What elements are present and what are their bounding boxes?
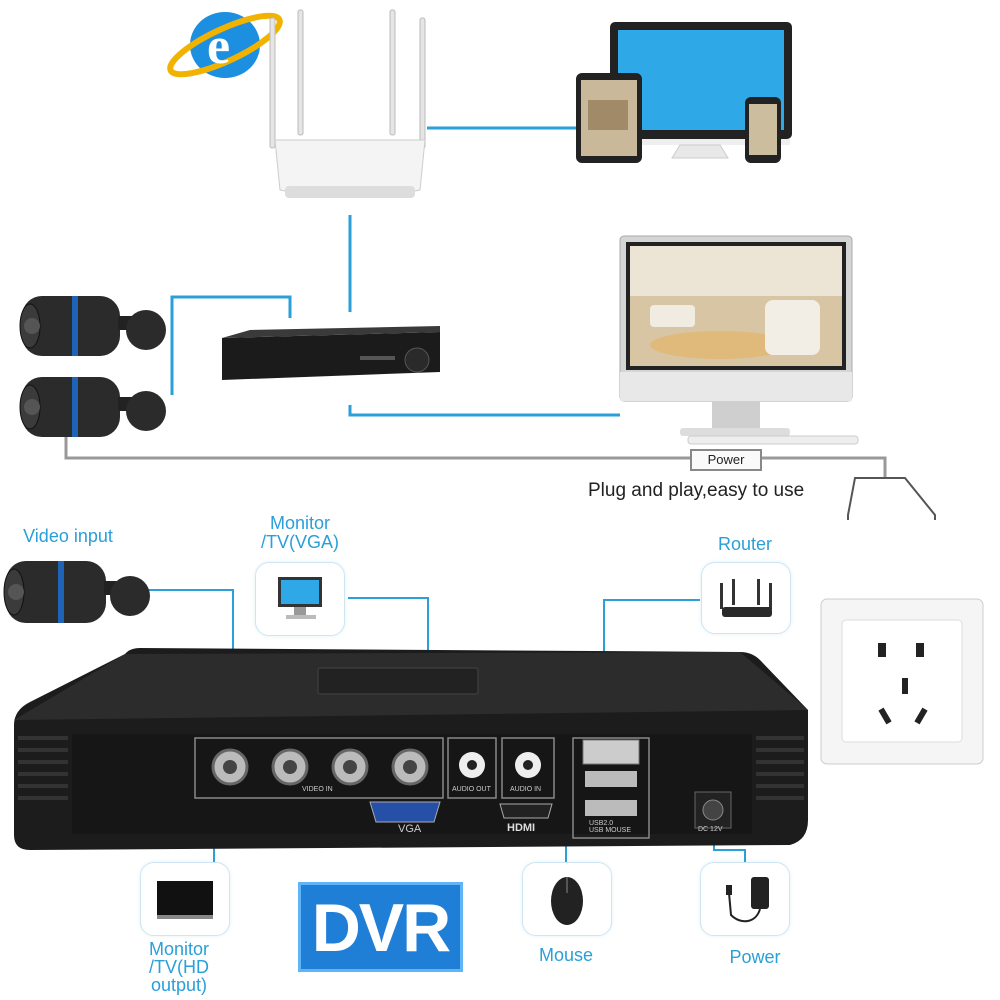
monitor-icon — [278, 577, 322, 619]
router-label: Router — [717, 534, 773, 554]
usb-label: USB2.0 USB MOUSE — [589, 820, 631, 834]
tablet-icon — [576, 73, 642, 163]
monitor-hd-line-2: /TV(HD — [149, 957, 209, 977]
monitor-vga-box — [255, 562, 345, 636]
monitor-icon — [157, 881, 213, 919]
monitor-vga-line-2: /TV(VGA) — [260, 532, 339, 552]
video-input-label: Video input — [23, 526, 113, 546]
camera-icon — [3, 561, 150, 623]
wall-socket-icon — [820, 598, 984, 765]
camera-icon — [19, 377, 166, 437]
plug-icon — [847, 477, 936, 520]
power-cable — [64, 430, 887, 480]
camera-icon — [19, 296, 166, 356]
monitor-icon — [619, 235, 859, 445]
usb-line-2: USB MOUSE — [589, 827, 632, 834]
mouse-box — [522, 862, 612, 936]
dvr-icon — [222, 326, 440, 380]
router-icon — [269, 9, 426, 198]
usb-line-1: USB2.0 — [589, 820, 614, 827]
monitor-hd-label: Monitor /TV(HD output) — [124, 940, 234, 994]
dvr-badge: DVR — [298, 882, 463, 972]
monitor-hd-box — [140, 862, 230, 936]
caption: Plug and play,easy to use — [588, 480, 805, 501]
monitor-vga-line-1: Monitor — [269, 513, 331, 533]
monitor-hd-line-1: Monitor — [148, 939, 210, 959]
dvr-unit — [14, 648, 808, 850]
vga-label: VGA — [398, 823, 422, 835]
video-in-label: VIDEO IN — [302, 786, 333, 793]
bnc-connectors — [211, 748, 429, 786]
dc-label: DC 12V — [698, 826, 723, 833]
audio-in-label: AUDIO IN — [510, 786, 542, 793]
top-network-diagram: e — [19, 9, 936, 520]
mouse-label: Mouse — [538, 945, 594, 965]
audio-out-label: AUDIO OUT — [452, 786, 491, 793]
svg-text:e: e — [207, 18, 230, 75]
hdmi-label: HDMI — [507, 822, 536, 834]
power-adapter-icon — [726, 877, 769, 923]
mouse-icon — [551, 877, 583, 925]
power-callout-label: Power — [729, 947, 781, 967]
network-wires — [170, 126, 620, 417]
monitor-vga-label: Monitor /TV(VGA) — [245, 514, 355, 552]
power-label: Power — [690, 449, 762, 471]
router-icon — [720, 579, 772, 617]
ie-browser-icon: e — [167, 12, 283, 78]
router-box — [701, 562, 791, 634]
phone-icon — [745, 97, 781, 163]
monitor-hd-line-3: output) — [150, 975, 208, 995]
power-box — [700, 862, 790, 936]
